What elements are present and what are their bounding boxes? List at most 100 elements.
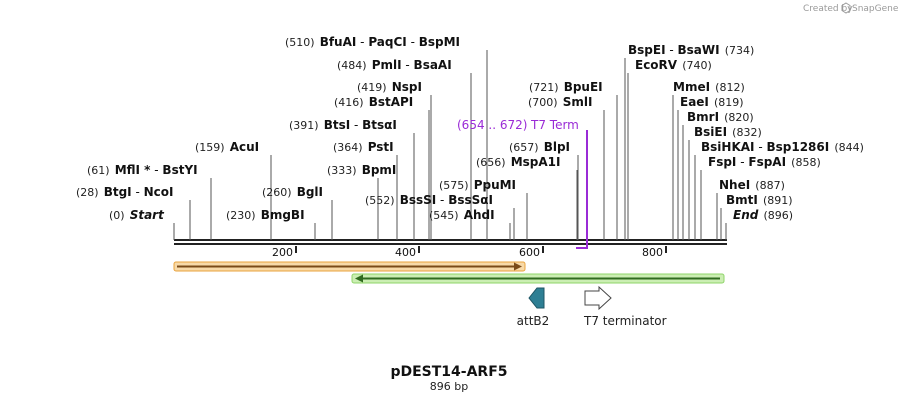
site-label-text: MmeI (812) [673,76,745,95]
orf-reverse[interactable] [351,273,725,284]
site-enzyme-name: BssSαI [448,193,493,207]
feature-attb2[interactable]: attB2 [517,287,550,328]
site-label-text: (657) BlpI [509,136,570,155]
restriction-site[interactable]: (230) BmgBI [226,204,305,223]
restriction-site[interactable]: (416) BstAPI [334,91,413,110]
site-enzyme-name: MflI * [115,163,151,177]
restriction-site[interactable]: EaeI (819) [680,91,744,110]
site-position: (230) [226,209,256,222]
restriction-site[interactable]: End (896) [733,204,793,223]
site-position: (858) [791,156,821,169]
site-position: (364) [333,141,363,154]
ruler-tick-label: 600 [519,246,540,259]
primer-t7-term[interactable]: (654 .. 672) T7 Term [457,118,588,249]
site-position: (260) [262,186,292,199]
restriction-site[interactable]: (391) BtsI - BtsαI [289,114,397,133]
site-label-text: BmrI (820) [687,106,754,125]
restriction-site[interactable]: (28) BtgI - NcoI [76,181,173,200]
site-label-text: (260) BglI [262,181,323,200]
site-enzyme-name: BmrI [687,110,719,124]
site-enzyme-name: BtgI [104,185,132,199]
site-enzyme-name: MspA1I [511,155,561,169]
site-position: (419) [357,81,387,94]
restriction-site[interactable]: (656) MspA1I [476,151,560,170]
sequence-backbone [174,239,727,245]
site-label-text: NheI (887) [719,174,785,193]
restriction-site[interactable]: (484) PmlI - BsaAI [337,54,452,73]
restriction-site[interactable]: BsiHKAI - Bsp1286I (844) [701,136,864,155]
restriction-site[interactable]: MmeI (812) [673,76,745,95]
restriction-site[interactable]: (333) BpmI [327,159,396,178]
restriction-site[interactable]: EcoRV (740) [635,54,712,73]
site-enzyme-name: BsaWI [678,43,720,57]
site-enzyme-name: BsiEI [694,125,727,139]
site-enzyme-name: NheI [719,178,750,192]
site-position: (28) [76,186,99,199]
site-enzyme-name: AcuI [230,140,259,154]
site-position: (391) [289,119,319,132]
site-enzyme-name: PaqCI [368,35,406,49]
site-enzyme-name: FspI [708,155,736,169]
restriction-site[interactable]: (260) BglI [262,181,323,200]
site-enzyme-name: NspI [392,80,422,94]
site-label-text: BspEI - BsaWI (734) [628,39,754,58]
site-enzyme-name: BtsI [324,118,351,132]
site-position: (656) [476,156,506,169]
site-position: (416) [334,96,364,109]
site-position: (0) [109,209,125,222]
site-position: (844) [834,141,864,154]
site-enzyme-name: BmtI [726,193,758,207]
site-enzyme-name: BglI [297,185,323,199]
t7-terminator-arrow-icon [584,285,612,311]
restriction-site[interactable]: (419) NspI [357,76,422,95]
snapgene-logo-icon [841,2,851,14]
ruler: 200 400 600 800 [272,246,667,259]
site-position: (545) [429,209,459,222]
site-position: (820) [724,111,754,124]
restriction-site[interactable]: (364) PstI [333,136,394,155]
ruler-tick-label: 200 [272,246,293,259]
restriction-site[interactable]: NheI (887) [719,174,785,193]
site-label-text: BmtI (891) [726,189,793,208]
restriction-site[interactable]: (575) PpuMI [439,174,516,193]
restriction-site[interactable]: (159) AcuI [195,136,259,155]
restriction-site[interactable]: (61) MflI * - BstYI [87,159,198,178]
site-enzyme-name: BtsαI [362,118,397,132]
site-position: (700) [528,96,558,109]
site-label-text: (700) SmlI [528,91,592,110]
restriction-site[interactable]: BsiEI (832) [694,121,762,140]
restriction-site[interactable]: (700) SmlI [528,91,592,110]
primer-range: (654 .. 672) [457,118,527,132]
restriction-site[interactable]: (552) BssSI - BssSαI [365,189,493,208]
restriction-site[interactable]: FspI - FspAI (858) [708,151,821,170]
plasmid-name: pDEST14-ARF5 [390,364,507,380]
site-label-text: (721) BpuEI [529,76,603,95]
restriction-site[interactable]: BspEI - BsaWI (734) [628,39,754,58]
restriction-site[interactable]: BmtI (891) [726,189,793,208]
site-enzyme-name: PmlI [372,58,402,72]
site-label-text: BsiEI (832) [694,121,762,140]
feature-t7-terminator[interactable]: T7 terminator [583,285,667,328]
restriction-site[interactable]: (0) Start [109,204,165,223]
restriction-site[interactable]: (545) AhdI [429,204,495,223]
restriction-site-labels: (0) Start (28) BtgI - NcoI (61) MflI * - B… [76,31,864,223]
site-position: (657) [509,141,539,154]
site-label-text: (61) MflI * - BstYI [87,159,198,178]
site-position: (740) [682,59,712,72]
site-enzyme-name: BlpI [544,140,570,154]
orf-reverse-arrowhead [355,274,363,283]
site-label-text: (333) BpmI [327,159,396,178]
site-label-text: EcoRV (740) [635,54,712,73]
restriction-site[interactable]: (657) BlpI [509,136,570,155]
site-position: (812) [715,81,745,94]
orf-forward[interactable] [173,261,526,272]
restriction-site[interactable]: (510) BfuAI - PaqCI - BspMI [285,31,460,50]
site-position: (819) [714,96,744,109]
restriction-site[interactable]: BmrI (820) [687,106,754,125]
site-position: (159) [195,141,225,154]
credit-text: Created by [803,4,853,14]
restriction-site[interactable]: (721) BpuEI [529,76,603,95]
credit-brand: SnapGene [852,4,899,14]
attB2-arrow-icon [528,287,545,309]
feature-label-t7-terminator: T7 terminator [583,314,667,328]
